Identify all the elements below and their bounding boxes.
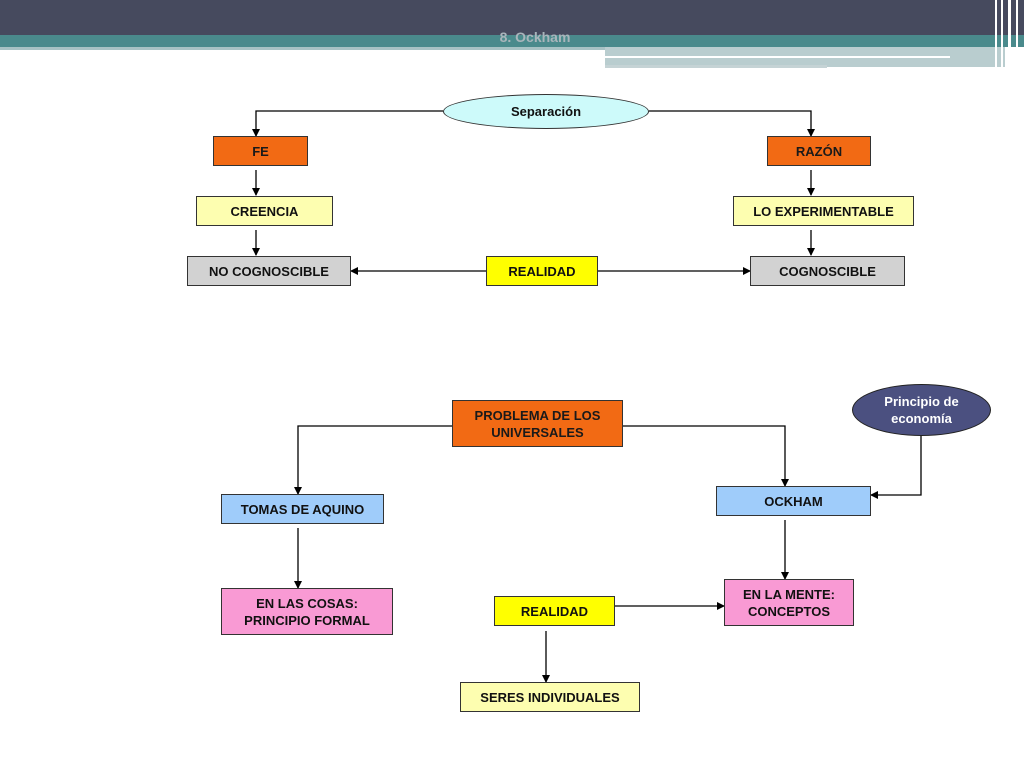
- razon-node: RAZÓN: [767, 136, 871, 166]
- no-cognoscible-node: NO COGNOSCIBLE: [187, 256, 351, 286]
- creencia-node: CREENCIA: [196, 196, 333, 226]
- ockham-node: OCKHAM: [716, 486, 871, 516]
- en-la-mente-node: EN LA MENTE: CONCEPTOS: [724, 579, 854, 626]
- header-line: [605, 65, 827, 68]
- arrow-separacion-fe: [252, 110, 443, 137]
- seres-individuales-node: SERES INDIVIDUALES: [460, 682, 640, 712]
- arrow-principio-ockham: [870, 435, 922, 499]
- experimentable-node: LO EXPERIMENTABLE: [733, 196, 914, 226]
- fe-node: FE: [213, 136, 308, 166]
- header-accent-bar: [0, 35, 1024, 47]
- tomas-de-aquino-node: TOMAS DE AQUINO: [221, 494, 384, 524]
- header-stripe: [1016, 0, 1018, 70]
- problema-universales-node: PROBLEMA DE LOS UNIVERSALES: [452, 400, 623, 447]
- header-bar: [0, 0, 1024, 35]
- arrow-problema-ockham: [623, 425, 789, 487]
- principio-economia-node: Principio de economía: [852, 384, 991, 436]
- slide-title: 8. Ockham: [499, 29, 571, 45]
- header-line: [605, 56, 950, 58]
- realidad-top-node: REALIDAD: [486, 256, 598, 286]
- arrow-problema-tomas: [294, 425, 452, 495]
- en-las-cosas-node: EN LAS COSAS: PRINCIPIO FORMAL: [221, 588, 393, 635]
- header-stripe: [1001, 0, 1003, 70]
- separacion-node: Separación: [443, 94, 649, 129]
- header-light-bar: [0, 47, 605, 50]
- arrow-separacion-razon: [649, 110, 815, 137]
- realidad-bottom-node: REALIDAD: [494, 596, 615, 626]
- header-stripe: [1008, 0, 1011, 70]
- cognoscible-node: COGNOSCIBLE: [750, 256, 905, 286]
- header-stripe: [995, 0, 997, 70]
